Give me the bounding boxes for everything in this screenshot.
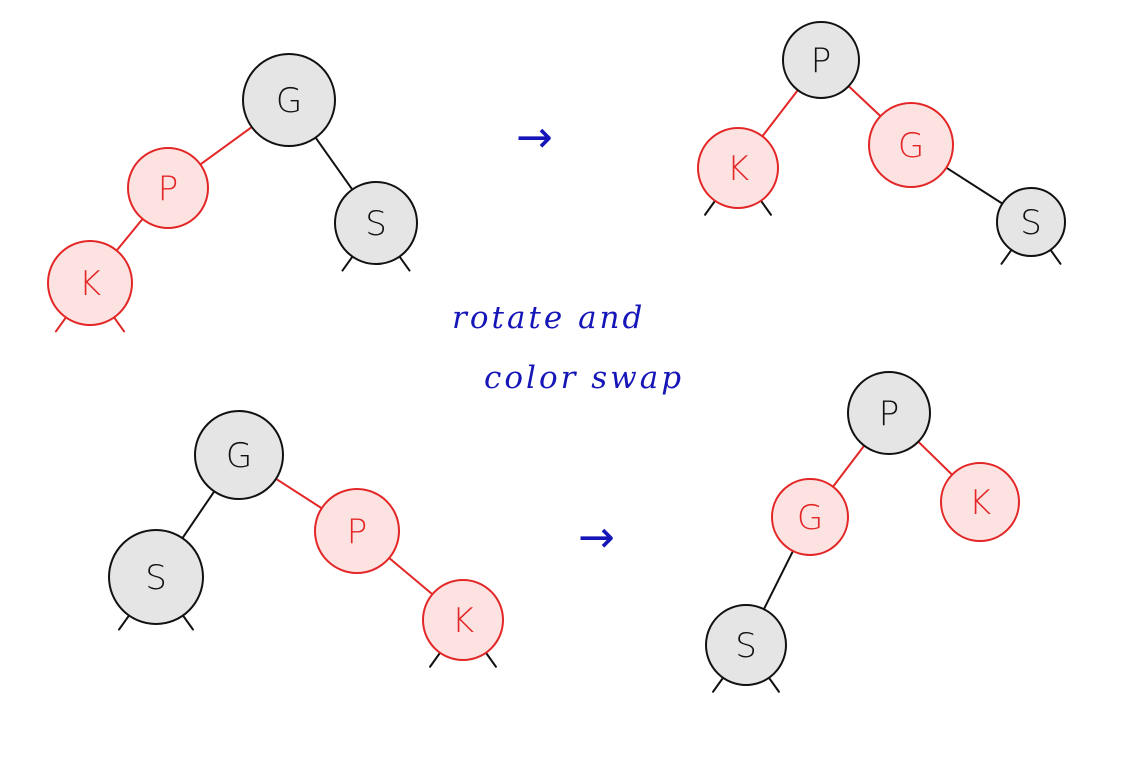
edge-p-k (388, 557, 434, 596)
node-label: K (969, 483, 991, 523)
nil-leaf-stub-s-left (341, 255, 354, 272)
node-g-black: G (242, 53, 336, 147)
edge-p-g (847, 85, 882, 118)
nil-leaf-stub-k-right (113, 316, 126, 333)
nil-leaf-stub-k-right (484, 651, 497, 668)
edge-p-g (831, 444, 866, 488)
node-g-black: G (194, 410, 284, 500)
node-circle (334, 181, 418, 265)
node-circle (996, 187, 1066, 257)
node-circle (314, 488, 400, 574)
edge-g-s (945, 166, 1004, 205)
node-circle (194, 410, 284, 500)
nil-leaf-stub-s-right (398, 255, 411, 272)
edge-g-p (199, 126, 253, 166)
node-circle (705, 604, 787, 686)
node-circle (242, 53, 336, 147)
node-k-red: K (47, 240, 133, 326)
node-label: K (727, 149, 749, 189)
node-circle (422, 579, 504, 661)
nil-leaf-stub-s-right (767, 676, 780, 693)
node-label: P (879, 394, 900, 434)
node-label: S (145, 558, 167, 598)
edge-g-s (762, 549, 795, 611)
node-k-red: K (422, 579, 504, 661)
node-circle (771, 478, 849, 556)
node-k-red: K (940, 462, 1020, 542)
node-label: P (811, 41, 832, 81)
nil-leaf-stub-k-left (54, 316, 67, 333)
node-g-red: G (771, 478, 849, 556)
diagram-bottom-after: P G K S (705, 371, 1020, 693)
caption-line-2: color swap (484, 360, 685, 396)
node-circle (782, 21, 860, 99)
node-circle (868, 102, 954, 188)
node-s-black: S (996, 187, 1066, 257)
diagram-bottom-before: G S P K (108, 410, 504, 668)
node-s-black: S (705, 604, 787, 686)
nil-leaf-stub-k-left (704, 199, 717, 216)
node-circle (127, 147, 209, 229)
node-p-red: P (127, 147, 209, 229)
node-circle (108, 529, 204, 625)
top-transform-arrow: → (516, 112, 553, 163)
node-p-red: P (314, 488, 400, 574)
diagram-top-before: G P K S (47, 53, 418, 333)
nil-leaf-stub-s-right (1049, 248, 1062, 265)
diagram-top-after: P K G S (697, 21, 1066, 265)
node-label: P (347, 512, 368, 552)
nil-leaf-stub-s-left (1000, 248, 1013, 265)
bottom-transform-arrow: → (578, 512, 615, 563)
nil-leaf-stub-k-left (429, 651, 442, 668)
nil-leaf-stub-s-left (118, 614, 131, 631)
edge-g-p (274, 477, 323, 510)
node-circle (697, 127, 779, 209)
nil-leaf-stub-k-right (759, 199, 772, 216)
node-p-black: P (782, 21, 860, 99)
nil-leaf-stub-s-left (712, 676, 725, 693)
node-label: S (365, 204, 387, 244)
edge-g-s (181, 490, 216, 540)
node-circle (940, 462, 1020, 542)
node-label: S (735, 626, 757, 666)
node-s-black: S (108, 529, 204, 625)
edge-p-k (917, 440, 954, 476)
edge-p-k (761, 89, 799, 138)
node-label: S (1020, 203, 1042, 243)
edge-p-k (115, 217, 144, 252)
node-label: P (158, 169, 179, 209)
node-label: G (226, 436, 252, 476)
node-g-red: G (868, 102, 954, 188)
node-label: G (797, 498, 823, 538)
node-p-black: P (847, 371, 931, 455)
edge-g-s (314, 136, 354, 191)
node-label: G (276, 81, 302, 121)
node-circle (847, 371, 931, 455)
node-k-red: K (697, 127, 779, 209)
node-label: K (452, 601, 474, 641)
node-circle (47, 240, 133, 326)
node-label: K (79, 264, 101, 304)
caption-line-1: rotate and (452, 300, 646, 336)
node-label: G (898, 126, 924, 166)
nil-leaf-stub-s-right (181, 614, 194, 631)
node-s-black: S (334, 181, 418, 265)
